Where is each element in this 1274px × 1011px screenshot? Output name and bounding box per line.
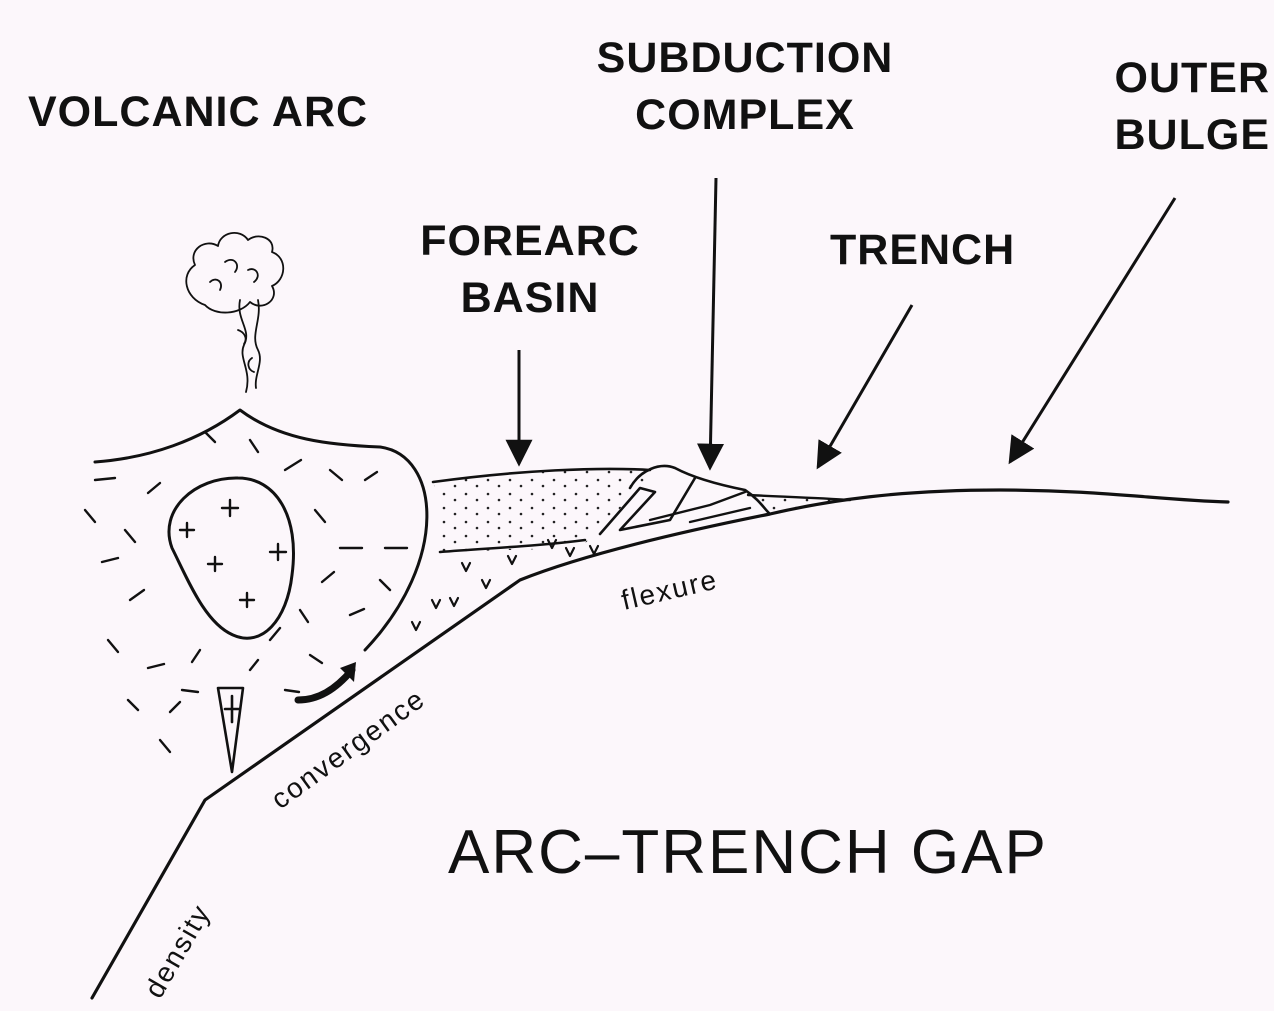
eruption-plume-icon (186, 233, 283, 392)
volcanic-arc-label: VOLCANIC ARC (28, 84, 368, 141)
convergence-label: convergence (265, 683, 431, 815)
subduction-complex-arrow (710, 178, 716, 468)
outer-bulge-arrow (1010, 198, 1175, 462)
forearc-basin-line-1: FOREARC (390, 213, 670, 270)
volcanic-marks (412, 540, 598, 630)
forearc-basin-label: FOREARC BASIN (390, 213, 670, 327)
forearc-basin-fill (433, 469, 650, 552)
outer-bulge-line-2: BULGE (1075, 107, 1270, 164)
flexure-label: flexure (618, 564, 721, 616)
trench-label: TRENCH (830, 222, 1015, 279)
trench-arrow (818, 305, 912, 467)
subducting-slab (92, 490, 1228, 998)
subduction-complex-line-2: COMPLEX (560, 87, 930, 144)
magma-dike (218, 688, 243, 772)
subduction-complex-line-1: SUBDUCTION (560, 30, 930, 87)
subduction-complex-label: SUBDUCTION COMPLEX (560, 30, 930, 144)
arc-trench-gap-label: ARC–TRENCH GAP (448, 812, 1048, 894)
density-label: density (138, 899, 216, 1003)
outer-bulge-line-1: OUTER (1075, 50, 1270, 107)
magma-pluton (169, 478, 294, 638)
outer-bulge-label: OUTER BULGE (1075, 50, 1270, 164)
volcano-surface (95, 410, 427, 650)
forearc-basin-line-2: BASIN (390, 270, 670, 327)
mantle-flow-arrow (298, 670, 352, 700)
plus-marks (180, 500, 286, 607)
